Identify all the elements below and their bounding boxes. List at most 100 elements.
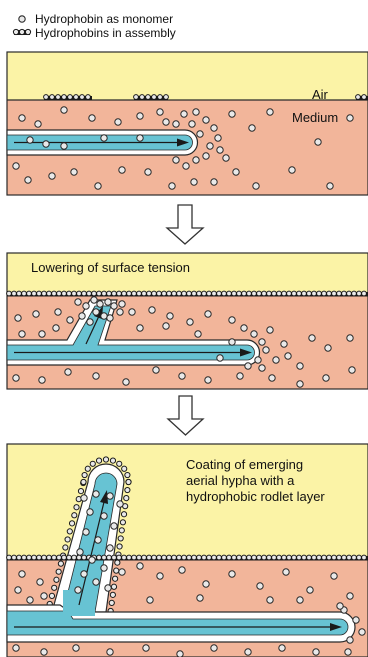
monomer-dot: [97, 291, 102, 296]
monomer-dot: [58, 561, 63, 566]
monomer-dot: [137, 135, 143, 141]
monomer-dot: [13, 645, 19, 651]
monomer-dot: [41, 649, 47, 655]
monomer-dot: [107, 315, 113, 321]
monomer-dot: [122, 555, 127, 560]
monomer-dot: [257, 555, 262, 560]
monomer-dot: [132, 555, 137, 560]
legend-monomer-label: Hydrophobin as monomer: [35, 12, 173, 26]
monomer-dot: [205, 377, 211, 383]
monomer-dot: [189, 121, 195, 127]
monomer-dot: [322, 555, 327, 560]
monomer-dot: [152, 291, 157, 296]
monomer-dot: [245, 649, 251, 655]
monomer-dot: [63, 545, 68, 550]
monomer-dot: [359, 629, 365, 635]
monomer-dot: [95, 537, 101, 543]
monomer-dot: [251, 331, 257, 337]
monomer-dot: [347, 637, 353, 643]
monomer-dot: [47, 291, 52, 296]
monomer-dot: [252, 555, 257, 560]
monomer-dot: [68, 95, 73, 100]
monomer-dot: [49, 173, 55, 179]
monomer-dot: [172, 291, 177, 296]
legend: Hydrophobin as monomer Hydrophobins in a…: [13, 12, 175, 40]
monomer-dot: [352, 291, 357, 296]
monomer-dot: [229, 111, 235, 117]
monomer-dot: [119, 528, 124, 533]
monomer-dot: [110, 592, 115, 597]
legend-assembly-icon: [13, 29, 30, 35]
monomer-dot: [101, 565, 107, 571]
down-arrow-icon: [167, 205, 203, 244]
monomer-dot: [118, 536, 123, 541]
monomer-dot: [85, 466, 90, 471]
monomer-dot: [347, 593, 353, 599]
monomer-dot: [207, 555, 212, 560]
monomer-dot: [87, 319, 93, 325]
monomer-dot: [111, 584, 116, 589]
monomer-dot: [22, 291, 27, 296]
monomer-dot: [107, 291, 112, 296]
monomer-dot: [167, 555, 172, 560]
monomer-dot: [247, 555, 252, 560]
monomer-dot: [42, 555, 47, 560]
monomer-dot: [77, 291, 82, 296]
monomer-dot: [242, 291, 247, 296]
monomer-dot: [362, 95, 367, 100]
monomer-dot: [179, 373, 185, 379]
monomer-dot: [90, 461, 95, 466]
monomer-dot: [102, 555, 107, 560]
monomer-dot: [7, 291, 12, 296]
monomer-dot: [143, 645, 149, 651]
monomer-dot: [312, 291, 317, 296]
monomer-dot: [112, 291, 117, 296]
monomer-dot: [107, 493, 113, 499]
monomer-dot: [125, 487, 130, 492]
monomer-dot: [157, 109, 163, 115]
monomer-dot: [323, 375, 329, 381]
monomer-dot: [117, 461, 122, 466]
monomer-dot: [74, 95, 79, 100]
monomer-dot: [152, 555, 157, 560]
monomer-dot: [262, 555, 267, 560]
medium-label: Medium: [292, 110, 338, 125]
monomer-dot: [147, 597, 153, 603]
monomer-dot: [193, 157, 199, 163]
monomer-dot: [317, 555, 322, 560]
monomer-dot: [13, 163, 19, 169]
monomer-dot: [267, 597, 273, 603]
monomer-dot: [57, 555, 62, 560]
monomer-dot: [93, 309, 99, 315]
monomer-dot: [137, 113, 143, 119]
panel-2-caption: Lowering of surface tension: [31, 260, 190, 275]
monomer-dot: [177, 291, 182, 296]
monomer-dot: [27, 291, 32, 296]
monomer-dot: [158, 95, 163, 100]
monomer-dot: [109, 600, 114, 605]
monomer-dot: [327, 555, 332, 560]
monomer-dot: [315, 139, 321, 145]
monomer-dot: [137, 325, 143, 331]
monomer-dot: [124, 496, 129, 501]
monomer-dot: [67, 291, 72, 296]
monomer-dot: [269, 375, 275, 381]
monomer-dot: [203, 153, 209, 159]
monomer-dot: [272, 555, 277, 560]
monomer-dot: [247, 291, 252, 296]
monomer-dot: [13, 375, 19, 381]
monomer-dot: [125, 472, 130, 477]
monomer-dot: [207, 143, 213, 149]
monomer-dot: [177, 555, 182, 560]
monomer-dot: [52, 585, 57, 590]
monomer-dot: [252, 291, 257, 296]
monomer-dot: [57, 291, 62, 296]
monomer-dot: [149, 307, 155, 313]
monomer-dot: [242, 555, 247, 560]
monomer-dot: [172, 555, 177, 560]
monomer-dot: [202, 555, 207, 560]
monomer-dot: [81, 495, 87, 501]
monomer-dot: [96, 458, 101, 463]
monomer-dot: [187, 319, 193, 325]
monomer-dot: [87, 509, 93, 515]
